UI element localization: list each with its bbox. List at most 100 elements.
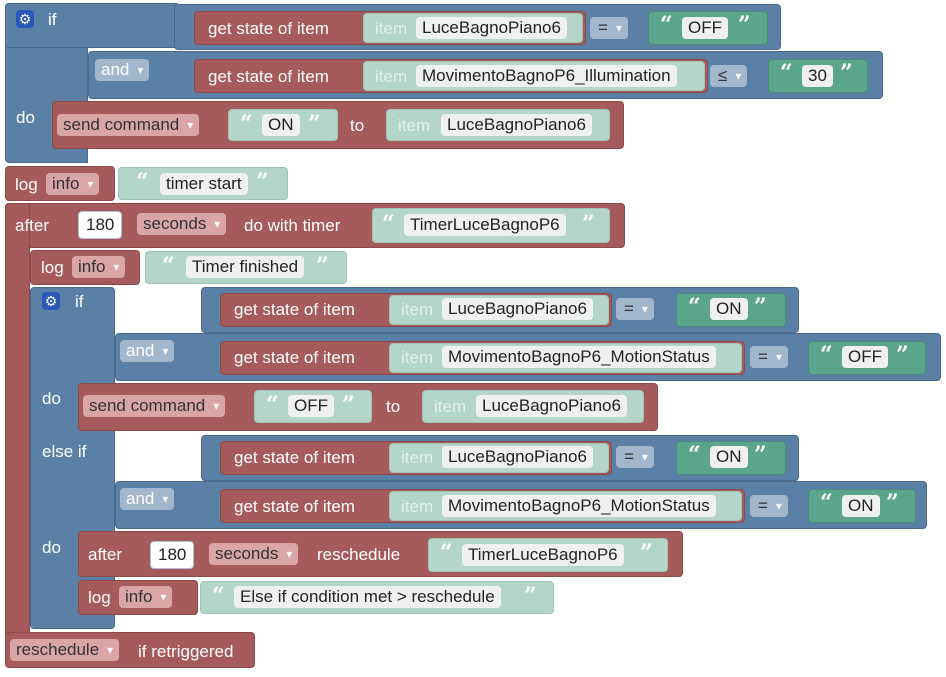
outer-do-label: do: [16, 108, 35, 127]
after-label: after: [15, 216, 50, 235]
quote-open-icon: “: [162, 253, 175, 279]
get-state-label: get state of item: [208, 19, 329, 38]
get-state-label: get state of item: [234, 497, 355, 516]
inner-logic-dropdown[interactable]: and: [120, 340, 175, 362]
item-name[interactable]: LuceBagnoPiano6: [442, 298, 593, 320]
quote-open-icon: “: [440, 540, 453, 566]
item-name[interactable]: MovimentoBagnoP6_MotionStatus: [442, 346, 716, 368]
item-label: item: [401, 448, 434, 467]
if-retriggered-label: if retriggered: [138, 642, 234, 661]
text-value[interactable]: ON: [710, 298, 748, 320]
quote-close-icon: ”: [256, 169, 269, 195]
item-label: item: [434, 397, 467, 416]
quote-open-icon: “: [266, 392, 279, 418]
quote-close-icon: ”: [840, 60, 853, 86]
quote-close-icon: ”: [640, 540, 653, 566]
text-value[interactable]: TimerLuceBagnoP6: [404, 214, 566, 236]
retrigger-dropdown[interactable]: reschedule: [10, 639, 120, 661]
after-label: after: [88, 545, 123, 564]
operator-dropdown[interactable]: ≤: [710, 65, 748, 87]
quote-open-icon: “: [820, 342, 833, 368]
item-label: item: [398, 116, 431, 135]
text-value[interactable]: 30: [802, 65, 833, 87]
operator-dropdown[interactable]: =: [616, 446, 654, 468]
quote-open-icon: “: [688, 294, 701, 320]
text-value[interactable]: TimerLuceBagnoP6: [462, 544, 624, 566]
item-name[interactable]: MovimentoBagnoP6_MotionStatus: [442, 495, 716, 517]
text-value[interactable]: ON: [262, 114, 300, 136]
item-name[interactable]: LuceBagnoPiano6: [416, 17, 567, 39]
get-state-label: get state of item: [234, 448, 355, 467]
else-logic-dropdown[interactable]: and: [120, 488, 175, 510]
inner-do-label: do: [42, 389, 61, 408]
log-level-dropdown[interactable]: info: [119, 586, 173, 608]
outer-if-cond-row: [5, 3, 180, 48]
after-timer-body: [5, 203, 30, 643]
outer-if-label: if: [48, 10, 57, 29]
operator-dropdown[interactable]: =: [590, 17, 628, 39]
item-name[interactable]: MovimentoBagnoP6_Illumination: [416, 65, 677, 87]
quote-close-icon: ”: [896, 342, 909, 368]
quote-open-icon: “: [820, 490, 833, 516]
item-label: item: [375, 19, 408, 38]
do-with-timer-label: do with timer: [244, 216, 341, 235]
text-value[interactable]: Else if condition met > reschedule: [234, 586, 501, 608]
quote-close-icon: ”: [524, 583, 537, 609]
quote-open-icon: “: [240, 111, 253, 137]
text-value[interactable]: Timer finished: [186, 256, 305, 278]
else-if-label: else if: [42, 442, 87, 461]
to-label: to: [350, 116, 365, 135]
text-value[interactable]: OFF: [682, 17, 728, 39]
outer-logic-dropdown[interactable]: and: [95, 59, 150, 81]
operator-dropdown[interactable]: =: [750, 495, 788, 517]
quote-close-icon: ”: [316, 253, 329, 279]
operator-dropdown[interactable]: =: [750, 346, 788, 368]
get-state-label: get state of item: [234, 348, 355, 367]
quote-open-icon: “: [688, 442, 701, 468]
quote-open-icon: “: [136, 169, 149, 195]
send-command-dropdown[interactable]: send command: [83, 395, 226, 417]
delay-input[interactable]: 180: [78, 211, 123, 239]
unit-dropdown[interactable]: seconds: [137, 213, 227, 235]
quote-open-icon: “: [660, 12, 673, 38]
log-level-dropdown[interactable]: info: [46, 173, 100, 195]
gear-icon[interactable]: ⚙: [16, 10, 34, 28]
text-value[interactable]: ON: [842, 495, 880, 517]
send-command-dropdown[interactable]: send command: [57, 114, 200, 136]
item-label: item: [401, 348, 434, 367]
inner-if-label: if: [75, 292, 84, 311]
log-label: log: [15, 175, 38, 194]
operator-dropdown[interactable]: =: [616, 298, 654, 320]
else-do-label: do: [42, 538, 61, 557]
quote-close-icon: ”: [738, 12, 751, 38]
item-name[interactable]: LuceBagnoPiano6: [441, 114, 592, 136]
quote-close-icon: ”: [308, 111, 321, 137]
get-state-label: get state of item: [208, 67, 329, 86]
item-label: item: [401, 497, 434, 516]
reschedule-label: reschedule: [317, 545, 401, 564]
text-value[interactable]: ON: [710, 446, 748, 468]
delay-input[interactable]: 180: [150, 541, 195, 569]
get-state-label: get state of item: [234, 300, 355, 319]
item-name[interactable]: LuceBagnoPiano6: [476, 395, 627, 417]
log-label: log: [41, 258, 64, 277]
item-name[interactable]: LuceBagnoPiano6: [442, 446, 593, 468]
quote-close-icon: ”: [886, 490, 899, 516]
item-label: item: [401, 300, 434, 319]
unit-dropdown[interactable]: seconds: [209, 543, 299, 565]
log-label: log: [88, 588, 111, 607]
quote-close-icon: ”: [754, 442, 767, 468]
text-block[interactable]: [808, 489, 916, 523]
gear-icon[interactable]: ⚙: [42, 292, 60, 310]
quote-close-icon: ”: [754, 294, 767, 320]
quote-close-icon: ”: [342, 392, 355, 418]
text-value[interactable]: OFF: [842, 346, 888, 368]
quote-open-icon: “: [780, 60, 793, 86]
quote-open-icon: “: [212, 583, 225, 609]
to-label: to: [386, 397, 401, 416]
text-value[interactable]: OFF: [288, 395, 334, 417]
text-value[interactable]: timer start: [160, 173, 248, 195]
quote-close-icon: ”: [582, 211, 595, 237]
log-level-dropdown[interactable]: info: [72, 256, 126, 278]
item-label: item: [375, 67, 408, 86]
